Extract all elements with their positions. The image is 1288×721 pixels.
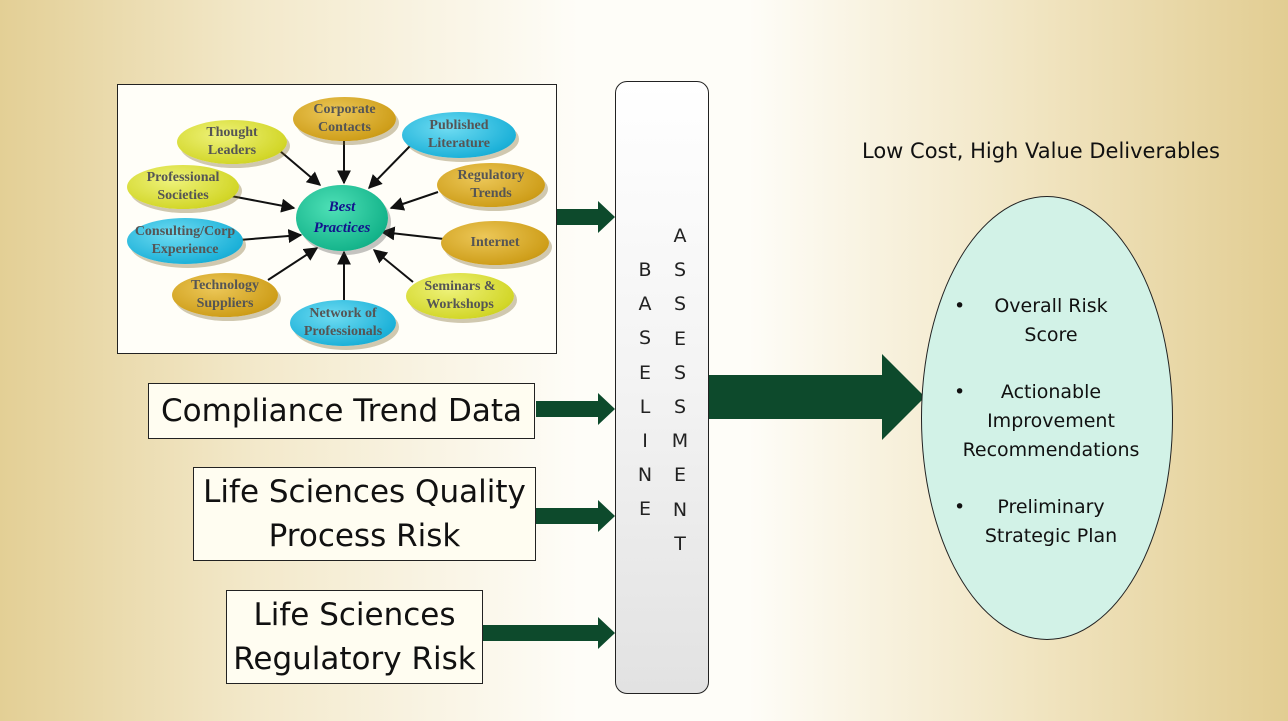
node-corporate-contacts: Corporate Contacts [293, 97, 396, 141]
vertical-letter: N [637, 464, 653, 487]
node-seminars-workshops: Seminars & Workshops [406, 273, 514, 319]
spoke-technology-suppliers [267, 247, 319, 281]
spoke-thought-leaders [279, 150, 322, 186]
arrow-hub-to-baseline [557, 201, 615, 233]
vertical-letter: S [673, 361, 687, 384]
node-network-of-professionals: Network of Professionals [290, 300, 396, 346]
node-internet: Internet [441, 221, 549, 265]
vertical-letter: L [639, 395, 651, 418]
spoke-consulting [238, 229, 303, 243]
deliverables-heading: Low Cost, High Value Deliverables [862, 139, 1220, 163]
input-quality-process-risk: Life Sciences Quality Process Risk [193, 467, 536, 561]
baseline-assessment-bar [615, 81, 709, 694]
deliverables-ellipse [921, 196, 1173, 640]
vertical-letter: E [638, 498, 651, 521]
vertical-letter: A [638, 293, 652, 316]
vertical-letter: E [673, 464, 686, 487]
vertical-letter: I [642, 429, 648, 452]
node-technology-suppliers: Technology Suppliers [172, 273, 278, 317]
deliverable-item: • Actionable Improvement Recommendations [940, 378, 1154, 465]
spoke-seminars [372, 249, 414, 283]
input-regulatory-risk: Life Sciences Regulatory Risk [226, 590, 483, 684]
node-published-literature: Published Literature [402, 112, 516, 158]
node-consulting-corp-experience: Consulting/Corp Experience [127, 218, 243, 264]
vertical-letter: E [638, 361, 651, 384]
node-thought-leaders: Thought Leaders [177, 120, 287, 164]
vertical-letter: E [673, 327, 686, 350]
vertical-letter: S [638, 327, 652, 350]
vertical-letter: S [673, 259, 687, 282]
deliverables-list: • Overall Risk Score • Actionable Improv… [940, 292, 1154, 579]
input-compliance-trend-data: Compliance Trend Data [148, 383, 535, 439]
vertical-letter: B [638, 259, 652, 281]
spoke-published-literature [368, 144, 412, 190]
node-best-practices: Best Practices [296, 185, 388, 251]
best-practices-hub: Thought Leaders Corporate Contacts Publi… [117, 84, 557, 354]
deliverable-item: • Preliminary Strategic Plan [940, 493, 1154, 551]
node-regulatory-trends: Regulatory Trends [437, 163, 545, 207]
vertical-letter: S [673, 293, 687, 316]
deliverable-item: • Overall Risk Score [940, 292, 1154, 350]
bullet-icon: • [954, 295, 966, 317]
vertical-letter: S [673, 395, 687, 418]
spoke-professional-societies [230, 195, 296, 213]
spoke-internet [380, 226, 445, 241]
node-professional-societies: Professional Societies [127, 165, 239, 209]
vertical-letter: N [672, 498, 688, 521]
spoke-regulatory-trends [389, 191, 439, 211]
hub-spokes [230, 137, 445, 306]
arrow-compliance-to-baseline [536, 393, 615, 425]
vertical-letter: T [674, 532, 686, 555]
arrow-regulatory-to-baseline [483, 617, 615, 649]
vertical-letter: A [673, 225, 687, 247]
vertical-letter: M [671, 430, 689, 453]
bullet-icon: • [954, 496, 966, 518]
bullet-icon: • [954, 381, 966, 403]
arrow-quality-to-baseline [536, 500, 615, 532]
arrow-baseline-to-deliverables [709, 354, 925, 440]
